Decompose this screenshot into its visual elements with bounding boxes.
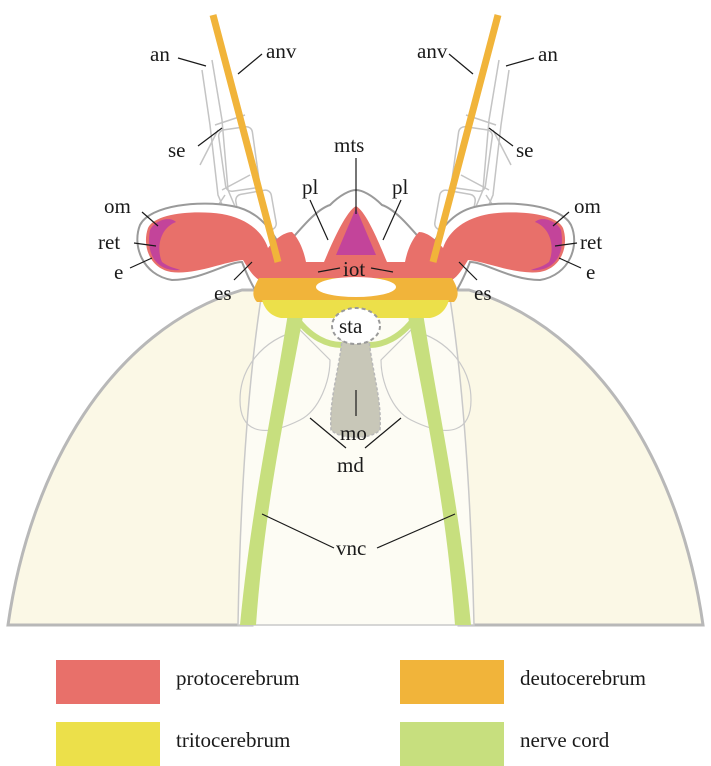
label-ret-left: ret <box>98 230 120 254</box>
legend-label-protocerebrum: protocerebrum <box>176 666 300 691</box>
label-e-right: e <box>586 260 595 284</box>
label-se-right: se <box>516 138 534 162</box>
label-vnc: vnc <box>336 536 366 560</box>
label-es-right: es <box>474 281 492 305</box>
legend-swatch-tritocerebrum <box>56 722 160 766</box>
legend-swatch-deutocerebrum <box>400 660 504 704</box>
legend-swatch-nerve-cord <box>400 722 504 766</box>
legend: protocerebrum deutocerebrum tritocerebru… <box>0 640 711 764</box>
label-ret-right: ret <box>580 230 602 254</box>
label-se-left: se <box>168 138 186 162</box>
legend-label-tritocerebrum: tritocerebrum <box>176 728 290 753</box>
label-om-left: om <box>104 194 131 218</box>
legend-label-nerve-cord: nerve cord <box>520 728 609 753</box>
legend-label-deutocerebrum: deutocerebrum <box>520 666 646 691</box>
label-pl-left: pl <box>302 175 319 199</box>
label-pl-right: pl <box>392 175 409 199</box>
label-an-right: an <box>538 42 558 66</box>
legend-swatch-protocerebrum <box>56 660 160 704</box>
label-mo: mo <box>340 421 367 445</box>
label-e-left: e <box>114 260 123 284</box>
label-es-left: es <box>214 281 232 305</box>
label-sta: sta <box>339 314 363 338</box>
label-om-right: om <box>574 194 601 218</box>
label-md: md <box>337 453 364 477</box>
label-an-left: an <box>150 42 170 66</box>
label-mts: mts <box>334 133 364 157</box>
label-iot: iot <box>343 257 365 281</box>
label-anv-left: anv <box>266 39 297 63</box>
label-anv-right: anv <box>417 39 448 63</box>
